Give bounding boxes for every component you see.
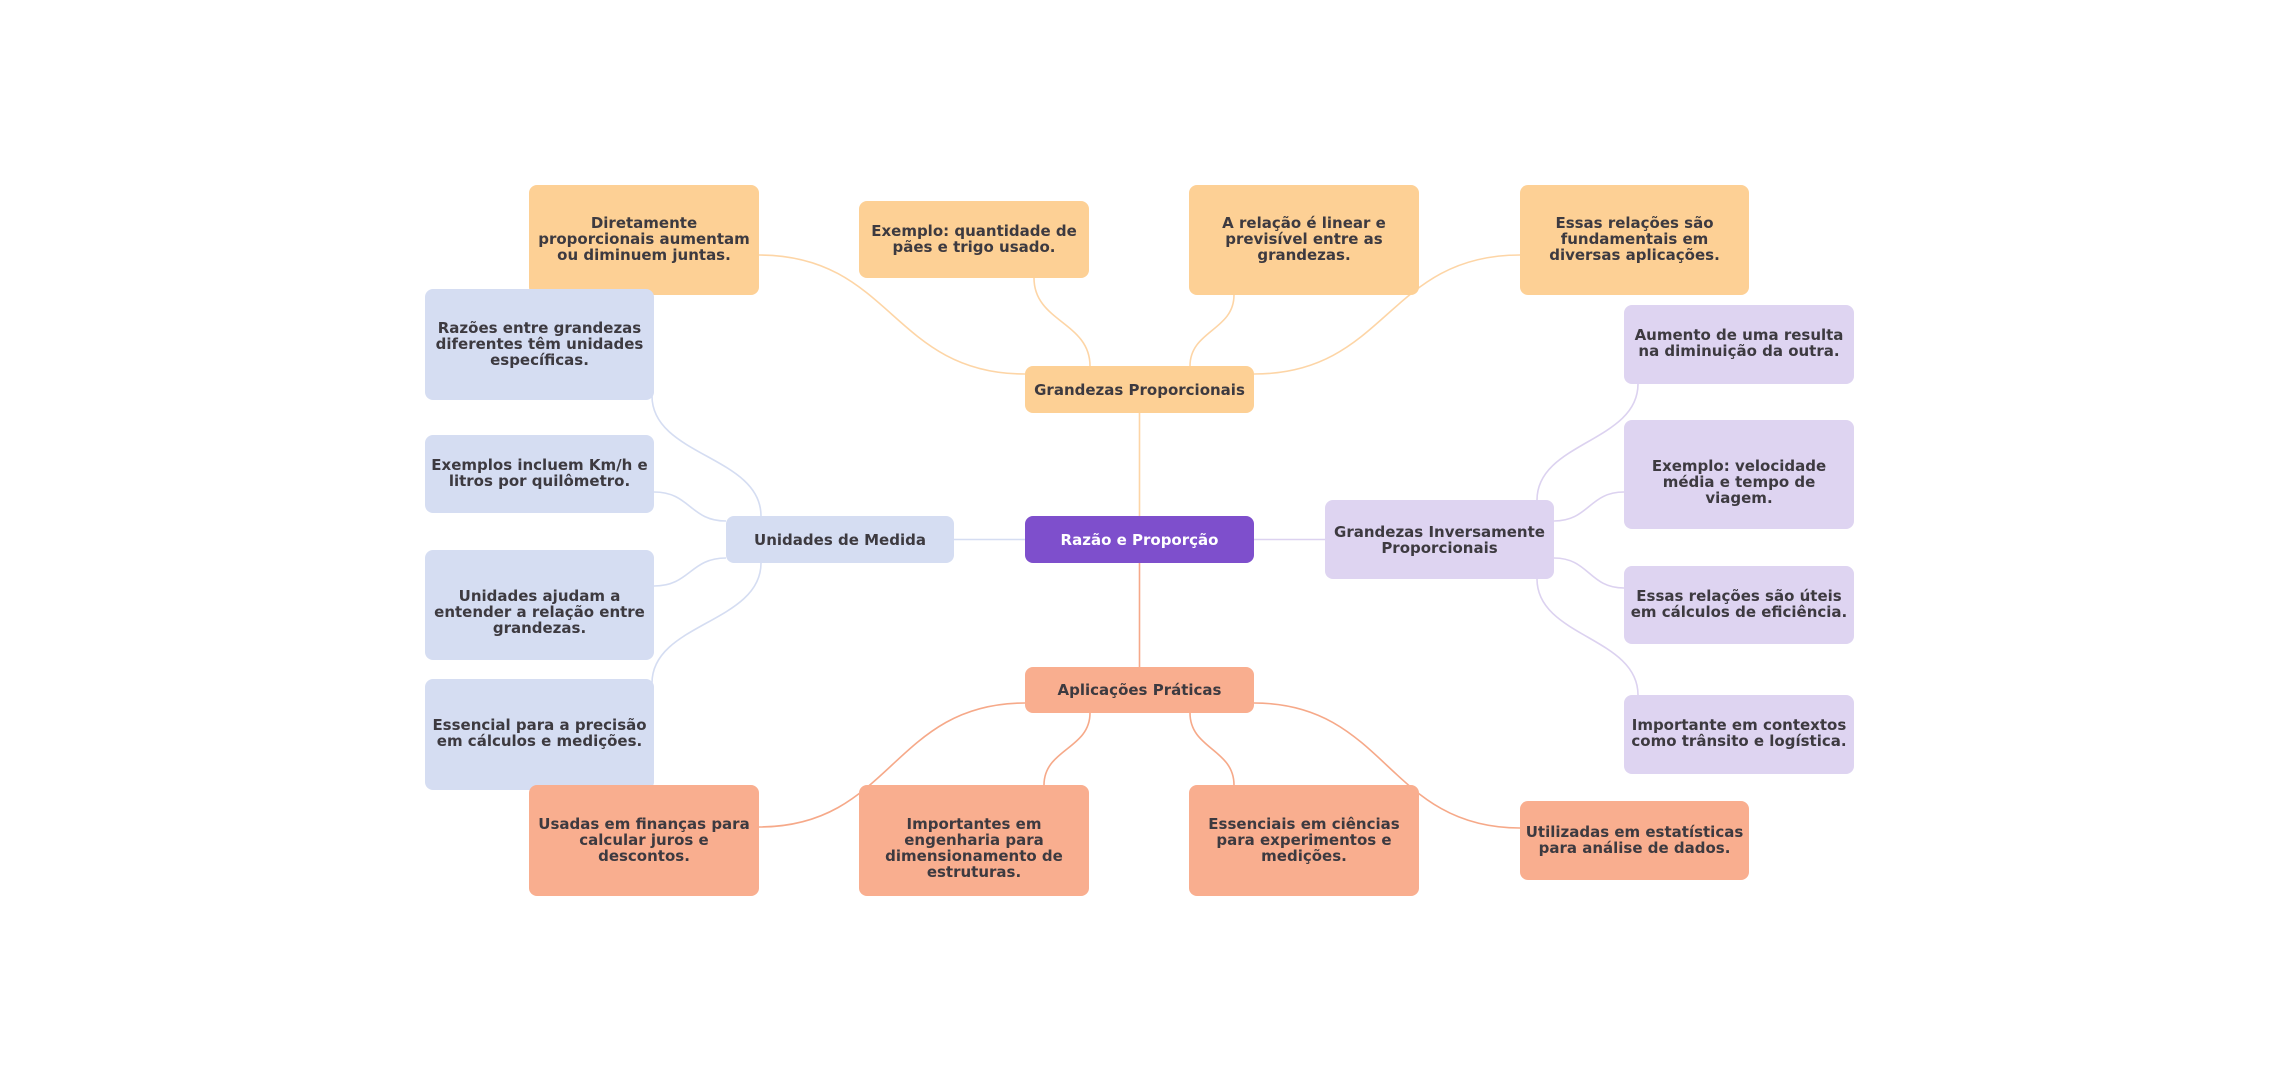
branch-aplicacoes-praticas[interactable]: Aplicações Práticas bbox=[1025, 667, 1254, 713]
edge-leaf bbox=[651, 562, 762, 684]
leaf-label: Essas relações são fundamentais em diver… bbox=[1549, 214, 1720, 264]
edge-leaf bbox=[1536, 383, 1639, 501]
edge-leaf bbox=[758, 254, 1026, 375]
leaf-node[interactable]: Aumento de uma resulta na diminuição da … bbox=[1624, 305, 1854, 384]
edge-leaf bbox=[1253, 702, 1521, 829]
edge-leaf bbox=[651, 395, 762, 517]
leaf-label: Importantes em engenharia para dimension… bbox=[885, 815, 1063, 881]
leaf-node[interactable]: Importantes em engenharia para dimension… bbox=[859, 785, 1089, 896]
leaf-label: Usadas em finanças para calcular juros e… bbox=[538, 815, 750, 865]
leaf-node[interactable]: Utilizadas em estatísticas para análise … bbox=[1520, 801, 1749, 880]
leaf-node[interactable]: Essas relações são úteis em cálculos de … bbox=[1624, 566, 1854, 644]
leaf-node[interactable]: A relação é linear e previsível entre as… bbox=[1189, 185, 1419, 295]
leaf-label: Razões entre grandezas diferentes têm un… bbox=[435, 319, 644, 369]
branch-grandezas-inversamente-proporcionais[interactable]: Grandezas Inversamente Proporcionais bbox=[1325, 500, 1554, 579]
edge-leaf bbox=[1189, 712, 1235, 786]
leaf-node[interactable]: Razões entre grandezas diferentes têm un… bbox=[425, 289, 654, 400]
leaf-label: Diretamente proporcionais aumentam ou di… bbox=[538, 214, 750, 264]
root-label: Razão e Proporção bbox=[1060, 530, 1219, 549]
leaf-label: Essenciais em ciências para experimentos… bbox=[1208, 815, 1400, 865]
edge-leaf bbox=[1043, 712, 1091, 786]
branch-label: Grandezas Inversamente Proporcionais bbox=[1334, 522, 1545, 557]
leaf-node[interactable]: Exemplos incluem Km/h e litros por quilô… bbox=[425, 435, 654, 513]
leaf-label: Utilizadas em estatísticas para análise … bbox=[1525, 823, 1744, 857]
leaf-node[interactable]: Essencial para a precisão em cálculos e … bbox=[425, 679, 654, 790]
leaf-label: Unidades ajudam a entender a relação ent… bbox=[434, 587, 645, 637]
leaf-node[interactable]: Importante em contextos como trânsito e … bbox=[1624, 695, 1854, 774]
branch-label: Grandezas Proporcionais bbox=[1034, 380, 1245, 399]
edge-leaf bbox=[653, 557, 727, 587]
edge-leaf bbox=[1536, 578, 1639, 696]
edge-leaf bbox=[1553, 491, 1625, 522]
edge-leaf bbox=[1033, 277, 1091, 367]
leaf-label: Aumento de uma resulta na diminuição da … bbox=[1634, 326, 1844, 360]
edge-leaf bbox=[1189, 294, 1235, 367]
branch-unidades-de-medida[interactable]: Unidades de Medida bbox=[726, 516, 954, 563]
leaf-label: Exemplo: quantidade de pães e trigo usad… bbox=[871, 222, 1077, 256]
leaf-label: Exemplo: velocidade média e tempo de via… bbox=[1651, 457, 1827, 507]
leaf-label: Essas relações são úteis em cálculos de … bbox=[1630, 587, 1848, 621]
leaf-node[interactable]: Diretamente proporcionais aumentam ou di… bbox=[529, 185, 759, 295]
branch-grandezas-proporcionais[interactable]: Grandezas Proporcionais bbox=[1025, 366, 1254, 413]
leaf-label: Essencial para a precisão em cálculos e … bbox=[432, 716, 647, 750]
edge-leaf bbox=[1553, 557, 1625, 589]
branch-label: Unidades de Medida bbox=[754, 530, 926, 549]
leaf-node[interactable]: Exemplo: quantidade de pães e trigo usad… bbox=[859, 201, 1089, 278]
edge-leaf bbox=[1253, 254, 1521, 375]
leaf-label: Exemplos incluem Km/h e litros por quilô… bbox=[431, 456, 648, 490]
leaf-node[interactable]: Exemplo: velocidade média e tempo de via… bbox=[1624, 420, 1854, 529]
leaf-node[interactable]: Essenciais em ciências para experimentos… bbox=[1189, 785, 1419, 896]
leaf-node[interactable]: Usadas em finanças para calcular juros e… bbox=[529, 785, 759, 896]
leaf-node[interactable]: Unidades ajudam a entender a relação ent… bbox=[425, 550, 654, 660]
branch-label: Aplicações Práticas bbox=[1057, 681, 1222, 699]
edge-leaf bbox=[758, 702, 1026, 828]
leaf-node[interactable]: Essas relações são fundamentais em diver… bbox=[1520, 185, 1749, 295]
leaf-label: A relação é linear e previsível entre as… bbox=[1222, 214, 1386, 264]
leaf-label: Importante em contextos como trânsito e … bbox=[1631, 716, 1847, 750]
edge-leaf bbox=[653, 491, 727, 522]
root-node[interactable]: Razão e Proporção bbox=[1025, 516, 1254, 563]
